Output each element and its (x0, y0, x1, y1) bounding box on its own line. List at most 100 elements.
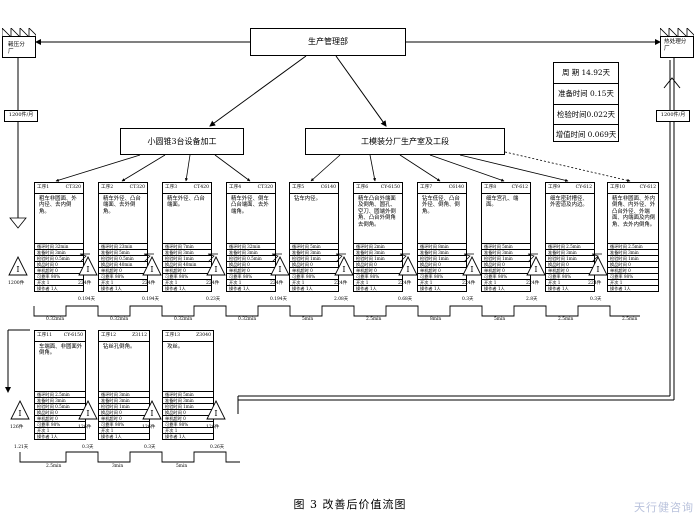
group-small-cone-box: 小圆锥3台设备加工 (120, 128, 244, 155)
process-data-row: 可靠率 98% (163, 274, 211, 280)
inventory-mark: I (18, 409, 21, 418)
process-data-row: 操作者 1人 (484, 285, 505, 291)
inventory-mark: I (214, 409, 217, 418)
inventory-triangle (462, 255, 482, 276)
process-description: 精车非圆面、外内倒角、内外径、外凸台外径、外端面、内端面及内倒角、去外内倒角。 (612, 196, 656, 228)
process-description: 精车外径、凸台端面。 (167, 196, 205, 209)
process-data-row: 操作者 1人 (610, 285, 631, 291)
inventory-label: 224件 (588, 281, 602, 286)
process-data-row: 循环时间 8min (418, 244, 466, 250)
process-data-row: 循环时间 5min (482, 244, 530, 250)
process-description: 精车外径、凸台端面、去外倒角。 (103, 196, 141, 215)
inventory-label: 224件 (270, 281, 284, 286)
inventory-label: 224件 (78, 281, 92, 286)
inventory-mark: I (342, 265, 345, 274)
push-arrow (399, 253, 410, 263)
process-data-row: 准备时间 3min (163, 250, 211, 256)
process-data-row: 开次 1 (99, 428, 149, 434)
inventory-triangle (206, 255, 226, 276)
process-id: 工序6 (356, 185, 369, 190)
process-data-row: 操作者 1人 (37, 433, 58, 439)
inventory-triangle (588, 255, 608, 276)
timeline-step-line (33, 305, 640, 317)
process-data-row: 检验时间 1min (546, 256, 594, 262)
summary-prep: 准备时间 0.15天 (554, 84, 618, 105)
process-data-row: 单机超时 0 (163, 268, 211, 274)
process-data-row: 操作者 1人 (229, 285, 250, 291)
timeline-days: 0.3天 (82, 445, 94, 450)
inventory-mark: I (406, 265, 409, 274)
process-data-row: 可靠率 98% (35, 422, 85, 428)
process-description: 钻车内径。 (294, 196, 321, 202)
process-data-row: 检验时间 0.5min (35, 256, 83, 262)
process-data-row: 单机超时 0 (482, 268, 530, 274)
process-data-row: 准备时间 3min (482, 250, 530, 256)
inventory-label: 126件 (10, 425, 24, 430)
process-description: 细车宫孔、端面。 (486, 196, 519, 209)
process-data-row: 检验时间 1min (163, 256, 211, 262)
process-data-row: 检验时间 1min (290, 256, 338, 262)
inventory-triangle (526, 255, 546, 276)
process-data-row: 检验时间 1min (163, 404, 213, 410)
timeline-process-time: 8min (430, 317, 442, 322)
process-data-row: 循环时间 7min (163, 244, 211, 250)
push-arrow (335, 253, 346, 263)
process-data-row: 循环时间 2.5min (608, 244, 658, 250)
process-data-row: 检验时间 1min (354, 256, 402, 262)
inventory-mark: I (278, 265, 281, 274)
process-data-row: 单机超时 0 (35, 416, 85, 422)
process-data-row: 开次 1 (290, 280, 338, 286)
process-data-row: 换品时间 0 (290, 262, 338, 268)
summary-box: 周 期 14.92天 准备时间 0.15天 检验时间0.022天 增值时间 0.… (553, 62, 619, 142)
inventory-mark: I (596, 265, 599, 274)
inventory-triangle (78, 255, 98, 276)
inventory-triangle (398, 255, 418, 276)
process-data-row: 准备时间 3min (99, 398, 149, 404)
inventory-mark: I (534, 265, 537, 274)
inventory-label: 224件 (334, 281, 348, 286)
process-data-row: 换品时间 0 (35, 410, 85, 416)
summary-value-add: 增值时间 0.069天 (555, 130, 617, 140)
timeline-days: 0.194天 (142, 297, 159, 302)
process-data-row: 可靠率 98% (608, 274, 658, 280)
process-equipment: CT320 (257, 185, 273, 190)
timeline-days: 0.68天 (398, 297, 413, 302)
process-data-row: 循环时间 2.5min (546, 244, 594, 250)
process-data-row: 换品时间 0 (354, 262, 402, 268)
process-id: 工序11 (37, 333, 53, 338)
timeline-days: 2.08天 (334, 297, 349, 302)
process-data-row: 操作者 1人 (165, 433, 186, 439)
inventory-mark: I (150, 409, 153, 418)
process-data-row: 循环时间 5min (163, 392, 213, 398)
process-data-row: 循环时间 23min (99, 244, 147, 250)
process-description: 钻车低径、凸台外径、倒角、倒角。 (422, 196, 460, 215)
process-data-row: 检验时间 1min (99, 404, 149, 410)
timeline-process-time: 0.32min (110, 317, 129, 322)
process-data-row: 检验时间 0.5min (227, 256, 275, 262)
process-data-row: 检验时间 1min (482, 256, 530, 262)
timeline-days: 2.8天 (526, 297, 538, 302)
process-id: 工序5 (292, 185, 305, 190)
process-data-row: 换品时间 0 (482, 262, 530, 268)
process-description: 粗车非圆面、外内径、去内倒角。 (39, 196, 77, 215)
timeline-days: 0.23天 (206, 297, 221, 302)
process-data-row: 操作者 1人 (356, 285, 377, 291)
process-data-row: 操作者 1人 (101, 433, 122, 439)
summary-cycle: 周 期 14.92天 (554, 63, 618, 84)
process-data-row: 准备时间 3min (227, 250, 275, 256)
